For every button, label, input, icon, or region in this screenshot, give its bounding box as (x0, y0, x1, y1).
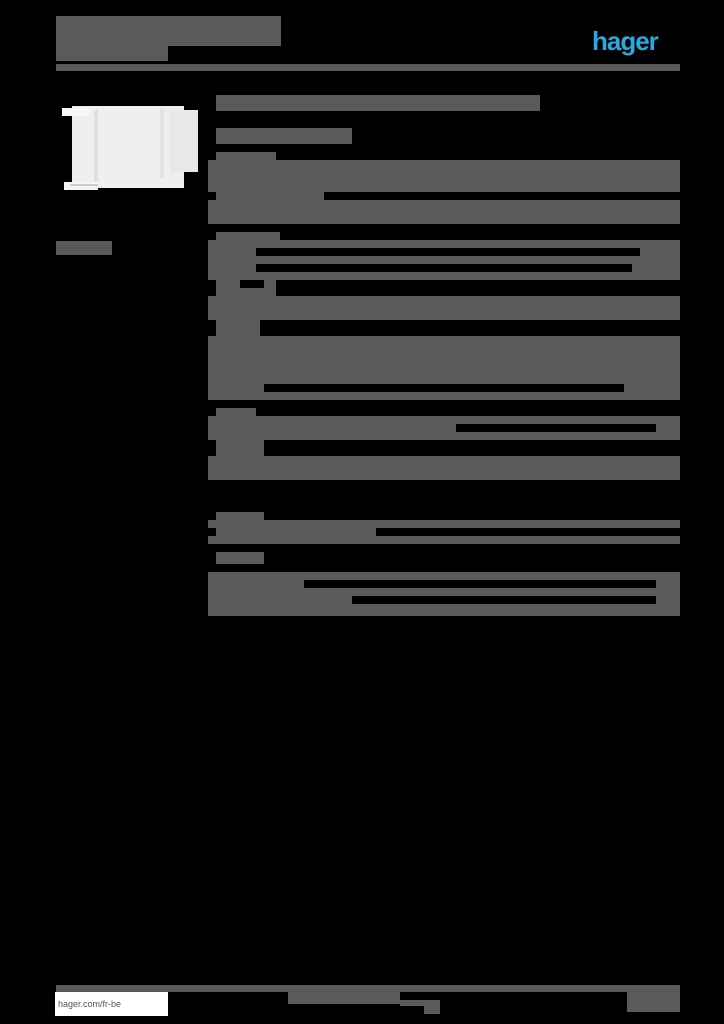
description-label (216, 192, 324, 200)
footer-page-number (424, 1004, 440, 1014)
logistics-row-2 (208, 536, 680, 544)
dimensions-row (208, 296, 680, 320)
header-title (56, 16, 281, 46)
product-title (216, 95, 540, 111)
description-block (208, 160, 680, 192)
packaging-label (216, 440, 264, 456)
footer-right-text (627, 992, 680, 1012)
packaging-row (208, 456, 680, 480)
logistics-label (216, 528, 376, 536)
section-heading-packaging (216, 408, 256, 418)
characteristics-table (208, 240, 680, 280)
header-subtitle (56, 43, 168, 61)
product-reference (56, 241, 112, 255)
header-rule (56, 64, 680, 71)
section-heading-logistics (216, 512, 264, 522)
logistics-row-1 (208, 520, 680, 528)
product-image (62, 106, 198, 190)
description-block-2 (208, 200, 680, 224)
footer-center-text (288, 992, 400, 1004)
footer-rule (56, 985, 680, 992)
row-label-2 (216, 320, 260, 336)
section-heading-characteristics (216, 232, 280, 242)
footer-center-text-2 (400, 1000, 440, 1006)
section-heading-description (216, 152, 276, 162)
product-subtitle (216, 128, 352, 144)
footer-url[interactable]: hager.com/fr-be (55, 992, 168, 1016)
hager-logo: hager (592, 26, 659, 56)
weights-table (208, 572, 680, 616)
section-heading-weights (216, 552, 264, 564)
